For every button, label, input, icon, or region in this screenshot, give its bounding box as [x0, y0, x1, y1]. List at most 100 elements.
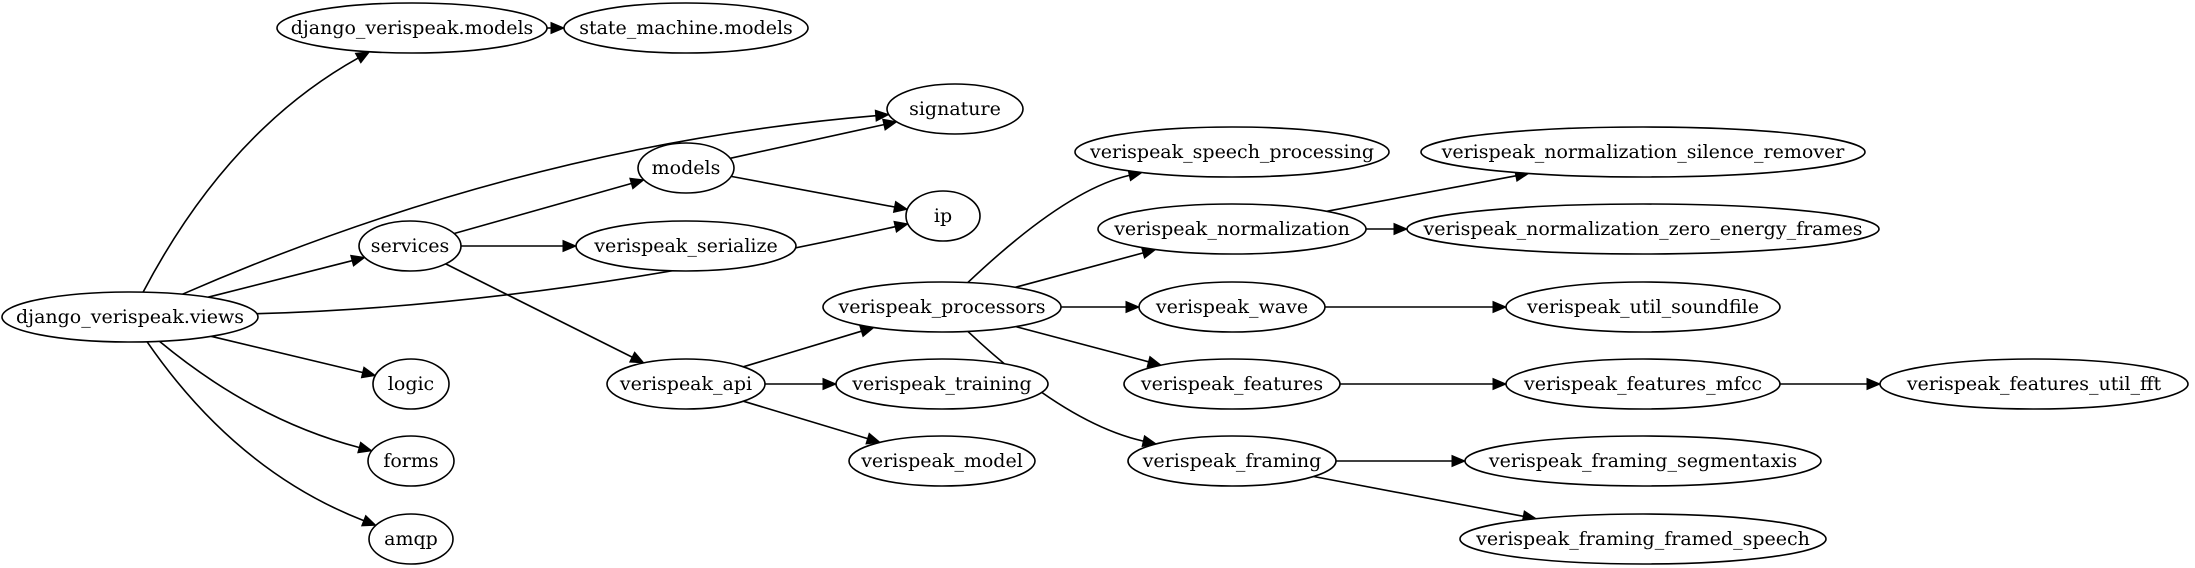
arrowhead-icon: [882, 118, 898, 131]
node-ellipse: [835, 358, 1049, 410]
edge-verispeak-processors-to-verispeak-features: [1015, 325, 1163, 368]
node-label: verispeak_api: [619, 373, 752, 395]
node-ellipse: [1, 291, 259, 343]
node-ellipse: [886, 83, 1024, 135]
arrowhead-icon: [350, 254, 366, 267]
node-verispeak-util-soundfile[interactable]: verispeak_util_soundfile: [1505, 281, 1781, 333]
edge-django-verispeak-models-to-state-machine-models: [547, 21, 566, 35]
node-label: verispeak_model: [860, 450, 1023, 472]
node-verispeak-speech-processing[interactable]: verispeak_speech_processing: [1074, 126, 1390, 178]
edge-django-verispeak-views-to-signature: [182, 109, 890, 295]
edge-line: [730, 123, 885, 160]
edge-line: [146, 341, 364, 522]
edge-line: [210, 335, 363, 374]
node-ellipse: [1505, 358, 1781, 410]
node-verispeak-features[interactable]: verispeak_features: [1123, 358, 1341, 410]
node-ellipse: [848, 435, 1036, 487]
node-verispeak-framing-segmentaxis[interactable]: verispeak_framing_segmentaxis: [1464, 435, 1822, 487]
node-label: logic: [388, 373, 434, 395]
arrowhead-icon: [1492, 377, 1508, 391]
edge-line: [207, 259, 353, 298]
node-verispeak-framing[interactable]: verispeak_framing: [1127, 435, 1337, 487]
node-verispeak-serialize[interactable]: verispeak_serialize: [575, 220, 797, 272]
node-label: verispeak_features_mfcc: [1523, 373, 1762, 395]
node-label: verispeak_framing_segmentaxis: [1488, 450, 1797, 472]
arrowhead-icon: [562, 239, 578, 253]
node-label: amqp: [384, 528, 438, 550]
node-django-verispeak-views[interactable]: django_verispeak.views: [1, 291, 259, 343]
node-ellipse: [563, 2, 809, 54]
arrowhead-icon: [629, 177, 646, 190]
edge-line: [967, 330, 1144, 442]
arrowhead-icon: [1125, 300, 1141, 314]
node-label: django_verispeak.views: [16, 306, 244, 328]
node-django-verispeak-models[interactable]: django_verispeak.models: [276, 2, 548, 54]
node-ellipse: [358, 220, 462, 272]
node-verispeak-framing-framed-speech[interactable]: verispeak_framing_framed_speech: [1459, 513, 1827, 565]
node-label: verispeak_normalization: [1113, 218, 1350, 240]
node-verispeak-training[interactable]: verispeak_training: [835, 358, 1049, 410]
node-ellipse: [276, 2, 548, 54]
arrowhead-icon: [874, 109, 890, 122]
node-ellipse: [372, 358, 450, 410]
node-ellipse: [1464, 435, 1822, 487]
node-forms[interactable]: forms: [367, 435, 455, 487]
node-ellipse: [1074, 126, 1390, 178]
edge-models-to-ip: [731, 175, 909, 214]
node-ellipse: [1127, 435, 1337, 487]
edge-verispeak-framing-to-verispeak-framing-framed-speech: [1313, 475, 1538, 523]
node-label: verispeak_training: [851, 373, 1031, 395]
edge-verispeak-framing-to-verispeak-framing-segmentaxis: [1336, 454, 1467, 468]
node-ellipse: [1505, 281, 1781, 333]
node-label: forms: [383, 450, 438, 472]
arrowhead-icon: [1492, 300, 1508, 314]
edge-verispeak-api-to-verispeak-processors: [743, 325, 876, 368]
arrowhead-icon: [865, 432, 882, 445]
arrowhead-icon: [357, 441, 374, 454]
node-ellipse: [822, 281, 1062, 333]
node-label: verispeak_util_soundfile: [1526, 296, 1759, 318]
node-label: models: [652, 157, 721, 179]
node-label: verispeak_normalization_silence_remover: [1441, 141, 1846, 163]
edge-verispeak-api-to-verispeak-training: [765, 377, 838, 391]
edge-line: [967, 174, 1130, 284]
node-ellipse: [575, 220, 797, 272]
edge-line: [182, 114, 876, 295]
edge-verispeak-normalization-to-verispeak-normalization-silence-remover: [1326, 169, 1530, 213]
edge-verispeak-features-to-verispeak-features-mfcc: [1340, 377, 1508, 391]
node-label: verispeak_wave: [1155, 296, 1308, 318]
edge-verispeak-wave-to-verispeak-util-soundfile: [1325, 300, 1508, 314]
edge-line: [1015, 325, 1149, 363]
node-verispeak-normalization-silence-remover[interactable]: verispeak_normalization_silence_remover: [1420, 126, 1866, 178]
node-ellipse: [367, 435, 455, 487]
node-verispeak-wave[interactable]: verispeak_wave: [1138, 281, 1326, 333]
node-services[interactable]: services: [358, 220, 462, 272]
node-ellipse: [1138, 281, 1326, 333]
node-state-machine-models[interactable]: state_machine.models: [563, 2, 809, 54]
node-amqp[interactable]: amqp: [368, 513, 454, 565]
node-ip[interactable]: ip: [905, 190, 981, 242]
node-label: verispeak_serialize: [593, 235, 778, 257]
node-signature[interactable]: signature: [886, 83, 1024, 135]
edge-line: [142, 57, 359, 293]
edge-line: [1326, 175, 1517, 213]
node-verispeak-features-mfcc[interactable]: verispeak_features_mfcc: [1505, 358, 1781, 410]
node-label: ip: [934, 205, 952, 227]
node-verispeak-normalization[interactable]: verispeak_normalization: [1097, 203, 1367, 255]
node-verispeak-features-util-fft[interactable]: verispeak_features_util_fft: [1879, 358, 2189, 410]
edge-django-verispeak-views-to-ip: [256, 220, 910, 315]
edge-line: [743, 400, 868, 440]
node-logic[interactable]: logic: [372, 358, 450, 410]
edge-verispeak-normalization-to-verispeak-normalization-zero-energy-frames: [1366, 222, 1409, 236]
node-verispeak-normalization-zero-energy-frames[interactable]: verispeak_normalization_zero_energy_fram…: [1406, 203, 1880, 255]
node-label: verispeak_framing: [1142, 450, 1322, 472]
arrowhead-icon: [550, 21, 566, 35]
node-models[interactable]: models: [637, 142, 735, 194]
node-ellipse: [368, 513, 454, 565]
node-verispeak-processors[interactable]: verispeak_processors: [822, 281, 1062, 333]
node-verispeak-api[interactable]: verispeak_api: [606, 358, 766, 410]
node-verispeak-model[interactable]: verispeak_model: [848, 435, 1036, 487]
node-label: verispeak_features: [1140, 373, 1323, 395]
edge-line: [256, 225, 896, 315]
